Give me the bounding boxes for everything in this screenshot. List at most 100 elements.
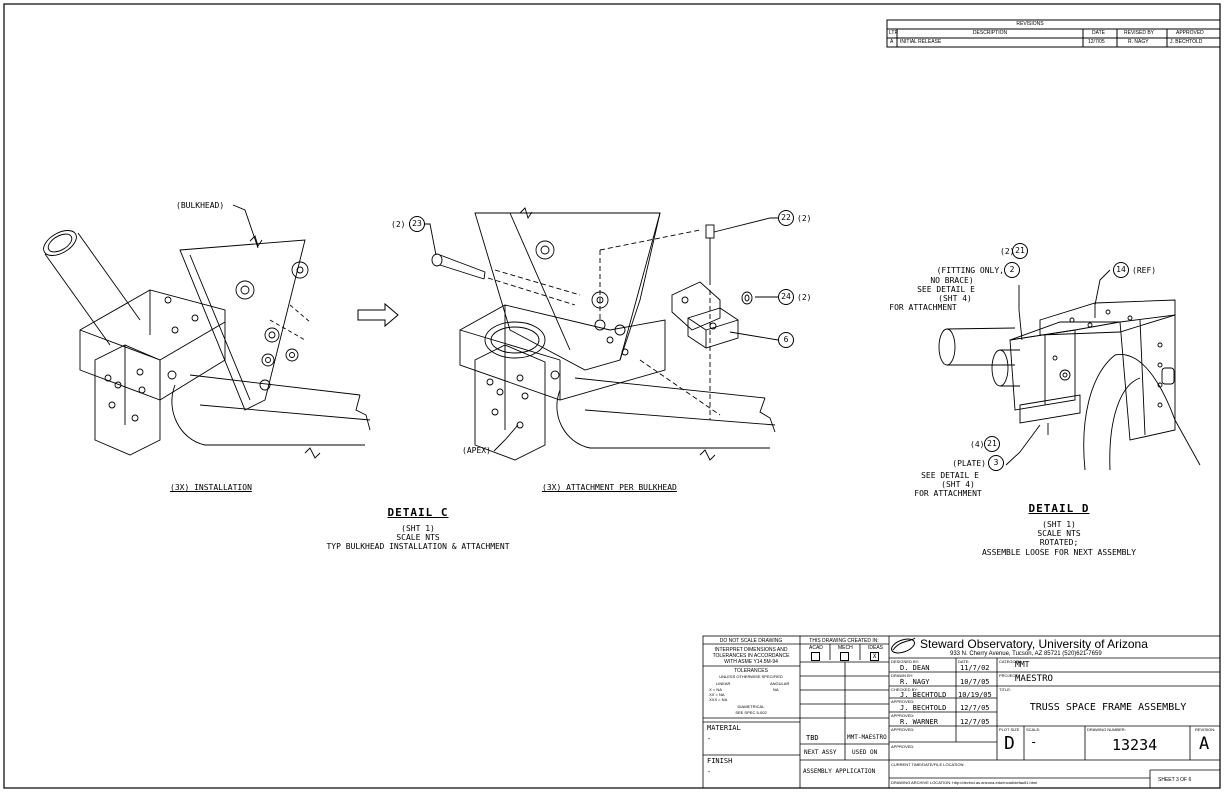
rev-row-description: INITIAL RELEASE — [900, 39, 942, 45]
org-name: Steward Observatory, University of Arizo… — [920, 637, 1148, 651]
revision: A — [1199, 734, 1210, 754]
interpret-line-3: WITH ASME Y14.5M-94 — [724, 659, 778, 665]
project-label: PROJECT: — [999, 673, 1019, 678]
approved-1-label: APPROVED: — [891, 699, 915, 704]
drawing-number: 13234 — [1112, 736, 1158, 754]
revision-label: REVISION: — [1195, 727, 1216, 732]
next-assy-value: TBD — [806, 734, 819, 742]
material-label: MATERIAL — [707, 724, 741, 732]
drawing-number-label: DRAWING NUMBER: — [1087, 727, 1126, 732]
d-callout-2-balloon: 2 — [1004, 262, 1020, 278]
material-value: - — [707, 735, 712, 743]
approved-3-label: APPROVED: — [891, 727, 915, 732]
current-time-label: CURRENT TIME/DATE/FILE LOCATION: — [891, 762, 965, 767]
d-see-detail-e-2: SEE DETAIL E — [921, 471, 979, 480]
callout-22-qty: (2) — [797, 214, 812, 223]
d-see-detail-e-1: SEE DETAIL E — [917, 285, 975, 294]
checked-date: 10/19/05 — [958, 691, 992, 699]
d-no-brace: NO BRACE) — [930, 276, 974, 285]
scale-label: SCALE: — [1026, 727, 1041, 732]
interpret-line-1: INTERPRET DIMENSIONS AND — [714, 647, 788, 653]
created-in: THIS DRAWING CREATED IN: — [809, 638, 879, 644]
d-sht4-1: (SHT 4) — [938, 294, 972, 303]
d-for-attachment-2: FOR ATTACHMENT — [914, 489, 982, 498]
archive-location: DRAWING ARCHIVE LOCATION: http://devinci… — [891, 780, 1038, 785]
unless-specified: UNLESS OTHERWISE SPECIFIED — [719, 674, 783, 679]
callout-24-qty: (2) — [797, 293, 812, 302]
rev-row-ltr: A — [890, 39, 894, 45]
approved-2-label: APPROVED: — [891, 713, 915, 718]
approved-1: J. BECHTOLD — [900, 704, 947, 712]
category: MMT — [1015, 660, 1030, 669]
title-block-grid — [702, 635, 1221, 789]
bulkhead-label: (BULKHEAD) — [176, 201, 225, 210]
plot-size-label: PLOT SIZE — [999, 727, 1020, 732]
direction-arrow — [357, 302, 399, 328]
d-callout-21-bot-qty: (4) — [970, 440, 985, 449]
rev-header-approved: APPROVED — [1176, 30, 1204, 36]
detail-d-note: ASSEMBLE LOOSE FOR NEXT ASSEMBLY — [981, 548, 1137, 557]
d-for-attachment-1: FOR ATTACHMENT — [889, 303, 957, 312]
d-fitting-only: (FITTING ONLY, — [936, 266, 1004, 275]
scale-value: - — [1030, 735, 1038, 749]
callout-24-balloon: 24 — [778, 289, 794, 305]
apex-label: (APEX) — [462, 446, 491, 455]
d-plate-label: (PLATE) — [952, 459, 986, 468]
next-assy-label: NEXT ASSY — [804, 749, 837, 756]
assembly-application: ASSEMBLY APPLICATION — [803, 768, 876, 775]
org-address: 933 N. Cherry Avenue, Tucson, AZ 85721 (… — [950, 651, 1102, 657]
approved-2: R. WARNER — [900, 718, 938, 726]
rev-row-date: 12/7/05 — [1088, 39, 1105, 45]
detail-d-title: DETAIL D — [1028, 502, 1090, 515]
finish-label: FINISH — [707, 757, 733, 765]
revisions-table-grid — [886, 19, 1221, 48]
detail-c-title: DETAIL C — [387, 506, 449, 519]
date-label: DATE: — [958, 659, 970, 664]
drawn-by: R. NAGY — [900, 678, 930, 686]
ideas-label: IDEAS — [868, 645, 884, 651]
installation-caption: (3X) INSTALLATION — [170, 483, 252, 492]
callout-23-balloon: 23 — [409, 216, 425, 232]
used-on-value: MMT-MAESTRO — [847, 734, 887, 741]
category-label: CATEGORY: — [999, 659, 1022, 664]
checked-by-label: CHECKED BY: — [891, 687, 918, 692]
detail-d-sheet: (SHT 1) — [1042, 520, 1076, 529]
tolerances-heading: TOLERANCES — [734, 668, 768, 674]
detail-c-sheet: (SHT 1) — [401, 524, 435, 533]
angular-heading: ANGULAR — [770, 681, 790, 686]
acad-label: ACAD — [809, 645, 823, 651]
do-not-scale: DO NOT SCALE DRAWING — [719, 638, 783, 644]
rev-header-revised-by: REVISED BY — [1124, 30, 1155, 36]
detail-d-view — [938, 269, 1201, 471]
sheet-number: SHEET 3 OF 6 — [1158, 777, 1192, 783]
rev-row-revised-by: R. NAGY — [1128, 39, 1149, 45]
designed-by: D. DEAN — [900, 664, 930, 672]
drawn-by-label: DRAWN BY: — [891, 673, 914, 678]
designed-by-label: DESIGNED BY: — [891, 659, 920, 664]
rev-header-description: DESCRIPTION — [972, 30, 1008, 36]
d-callout-14-balloon: 14 — [1113, 262, 1129, 278]
acad-checkbox — [811, 652, 820, 661]
tol-xx: .XX = NA — [708, 692, 725, 697]
detail-d-rotated: ROTATED; — [1039, 538, 1079, 547]
steward-logo-icon — [891, 637, 916, 654]
tol-xxx: .XXX = NA — [708, 697, 728, 702]
title-label: TITLE: — [999, 687, 1012, 692]
callout-22-balloon: 22 — [778, 210, 794, 226]
used-on-label: USED ON — [852, 749, 878, 756]
plot-size: D — [1004, 733, 1015, 754]
installation-view — [43, 204, 371, 459]
mech-label: MECH — [838, 645, 853, 651]
approved-4-label: APPROVED: — [891, 744, 915, 749]
drawn-date: 10/7/05 — [960, 678, 990, 686]
d-callout-14-ref: (REF) — [1132, 266, 1157, 275]
attachment-caption: (3X) ATTACHMENT PER BULKHEAD — [542, 483, 677, 492]
finish-value: - — [707, 768, 712, 776]
tol-x: .X = NA — [708, 687, 722, 692]
detail-d-scale: SCALE NTS — [1037, 529, 1081, 538]
project: MAESTRO — [1015, 674, 1053, 684]
tol-angular: NA — [773, 687, 779, 692]
d-callout-21-bot-balloon: 21 — [984, 436, 1000, 452]
drawing-title: TRUSS SPACE FRAME ASSEMBLY — [1029, 702, 1187, 713]
